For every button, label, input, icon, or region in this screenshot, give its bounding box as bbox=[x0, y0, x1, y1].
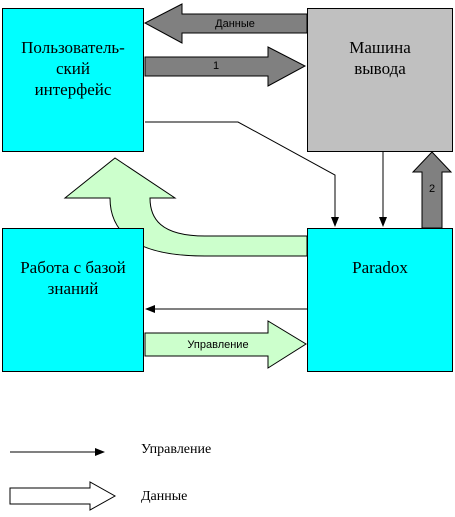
output-engine-label: Машина вывода bbox=[349, 38, 411, 78]
control-arrow-label: Управление bbox=[187, 339, 248, 351]
knowledge-base-box: Работа с базой знаний bbox=[2, 228, 144, 372]
output-engine-box: Машина вывода bbox=[307, 8, 453, 152]
control-arrow-kb-to-paradox bbox=[144, 320, 307, 369]
legend-data-label: Данные bbox=[141, 489, 187, 504]
data-arrow-label: Данные bbox=[215, 18, 255, 30]
arrow-1-label: 1 bbox=[213, 60, 219, 72]
data-arrow-to-ui bbox=[143, 3, 308, 44]
arrow-2-label: 2 bbox=[429, 183, 435, 195]
legend-data-arrow bbox=[9, 481, 117, 511]
paradox-label: Paradox bbox=[352, 258, 408, 277]
knowledge-base-label: Работа с базой знаний bbox=[20, 258, 126, 298]
control-line-ui-to-paradox bbox=[145, 121, 339, 227]
paradox-box: Paradox bbox=[307, 228, 453, 372]
arrow-2-to-output bbox=[411, 151, 453, 229]
arrow-1-to-output bbox=[144, 46, 307, 87]
legend-control-label: Управление bbox=[141, 442, 211, 457]
user-interface-label: Пользователь- ский интерфейс bbox=[21, 38, 125, 99]
user-interface-box: Пользователь- ский интерфейс bbox=[2, 8, 144, 152]
